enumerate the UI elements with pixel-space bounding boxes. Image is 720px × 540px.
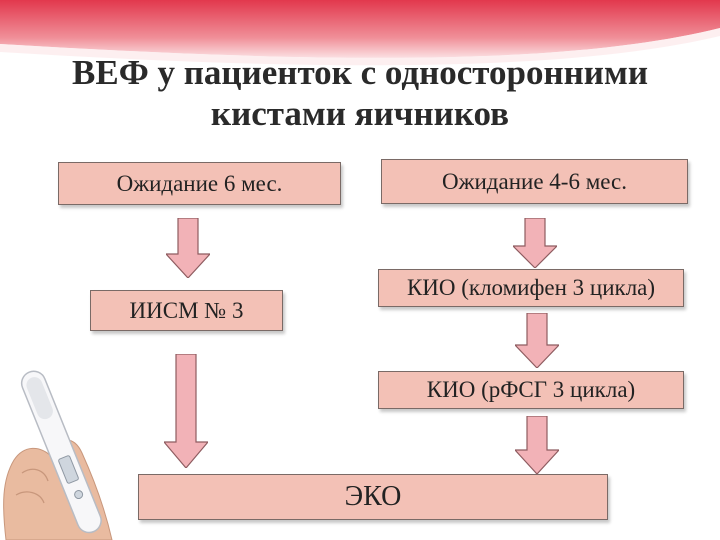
box-iism-3: ИИСМ № 3 — [90, 290, 283, 331]
down-arrow-icon — [515, 313, 559, 368]
down-arrow-icon — [513, 218, 557, 268]
title-line-1: ВЕФ у пациенток с односторонними — [72, 53, 648, 92]
box-kio-clomifen: КИО (кломифен 3 цикла) — [378, 269, 684, 307]
box-wait-6-months: Ожидание 6 мес. — [58, 162, 341, 205]
box-kio-rfsg: КИО (рФСГ 3 цикла) — [378, 371, 684, 409]
pregnancy-test-hand-illustration — [3, 370, 113, 540]
down-arrow-icon — [515, 416, 559, 474]
title-line-2: кистами яичников — [210, 94, 510, 133]
page-title: ВЕФ у пациенток с односторонними кистами… — [20, 52, 700, 134]
down-arrow-icon — [164, 354, 208, 468]
down-arrow-icon — [166, 218, 210, 278]
box-eko: ЭКО — [138, 474, 608, 520]
box-wait-4-6-months: Ожидание 4-6 мес. — [381, 159, 688, 204]
